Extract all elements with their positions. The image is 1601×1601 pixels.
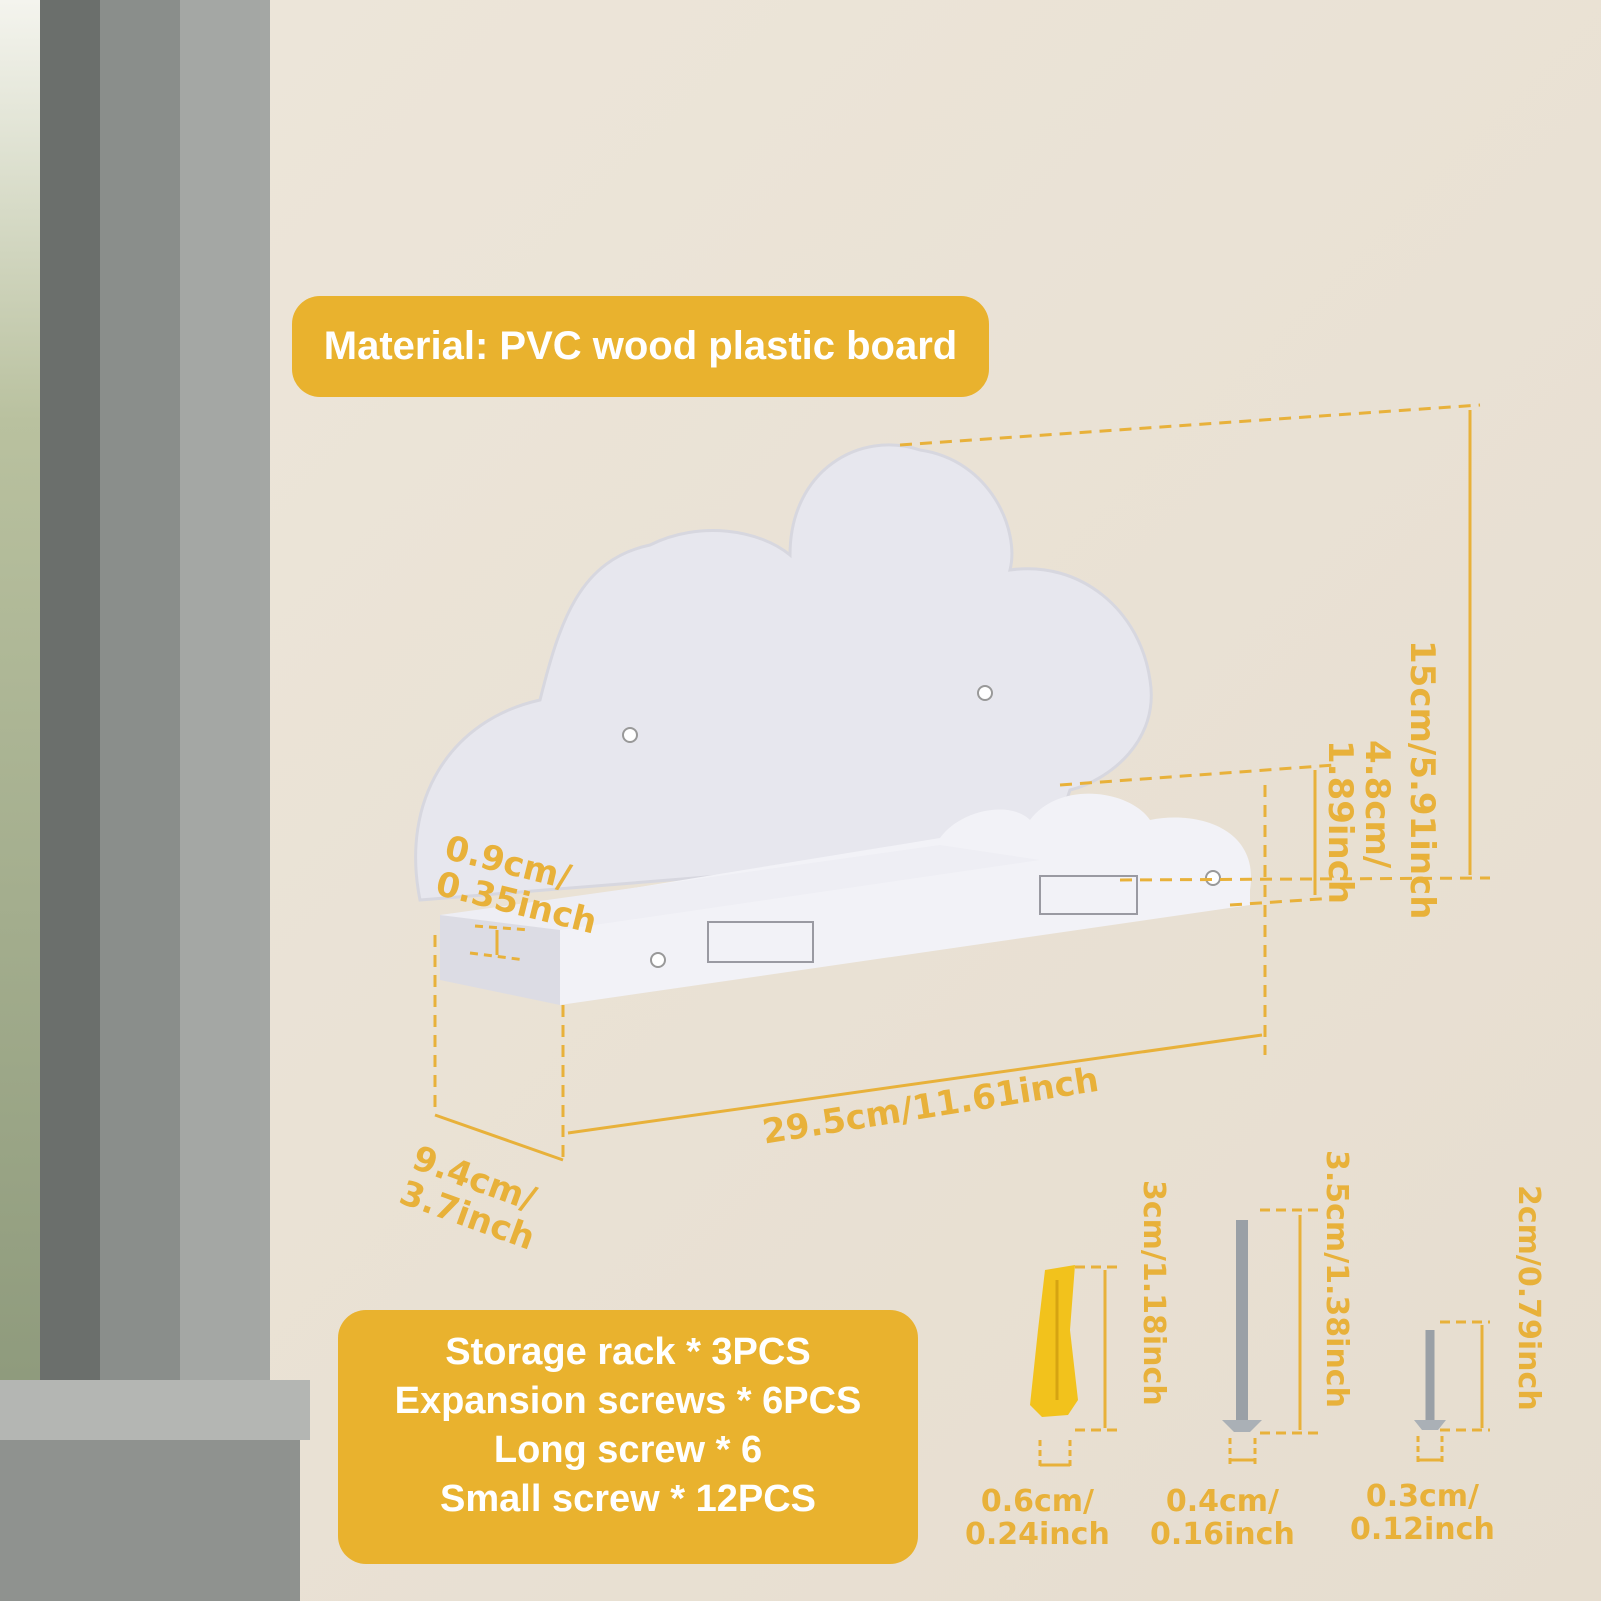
small-screw-icon bbox=[1414, 1330, 1446, 1430]
contents-line: Storage rack * 3PCS bbox=[445, 1331, 811, 1373]
anchor-length-label: 3cm/1.18inch bbox=[1136, 1180, 1171, 1406]
material-badge: Material: PVC wood plastic board bbox=[292, 296, 989, 397]
lip-height-label: 4.8cm/ 1.89inch bbox=[1319, 740, 1397, 905]
package-contents-badge: Storage rack * 3PCS Expansion screws * 6… bbox=[338, 1310, 918, 1564]
anchor-width-label: 0.6cm/ 0.24inch bbox=[965, 1484, 1110, 1552]
window bbox=[0, 0, 310, 1601]
height-total-label: 15cm/5.91inch bbox=[1402, 640, 1442, 920]
small-screw-length-label: 2cm/0.79inch bbox=[1511, 1185, 1546, 1411]
small-screw-width-label: 0.3cm/ 0.12inch bbox=[1350, 1479, 1495, 1547]
long-screw-width-label: 0.4cm/ 0.16inch bbox=[1150, 1484, 1295, 1552]
dimension-lines bbox=[433, 403, 1491, 1162]
contents-line: Small screw * 12PCS bbox=[440, 1478, 816, 1520]
cloud-shelf bbox=[414, 443, 1252, 1005]
contents-line: Expansion screws * 6PCS bbox=[394, 1380, 862, 1422]
contents-line: Long screw * 6 bbox=[493, 1429, 763, 1471]
long-screw-length-label: 3.5cm/1.38inch bbox=[1319, 1150, 1354, 1408]
expansion-anchor-icon bbox=[1030, 1265, 1078, 1417]
long-screw-icon bbox=[1222, 1220, 1262, 1432]
hardware-dimension-lines bbox=[1038, 1208, 1490, 1470]
